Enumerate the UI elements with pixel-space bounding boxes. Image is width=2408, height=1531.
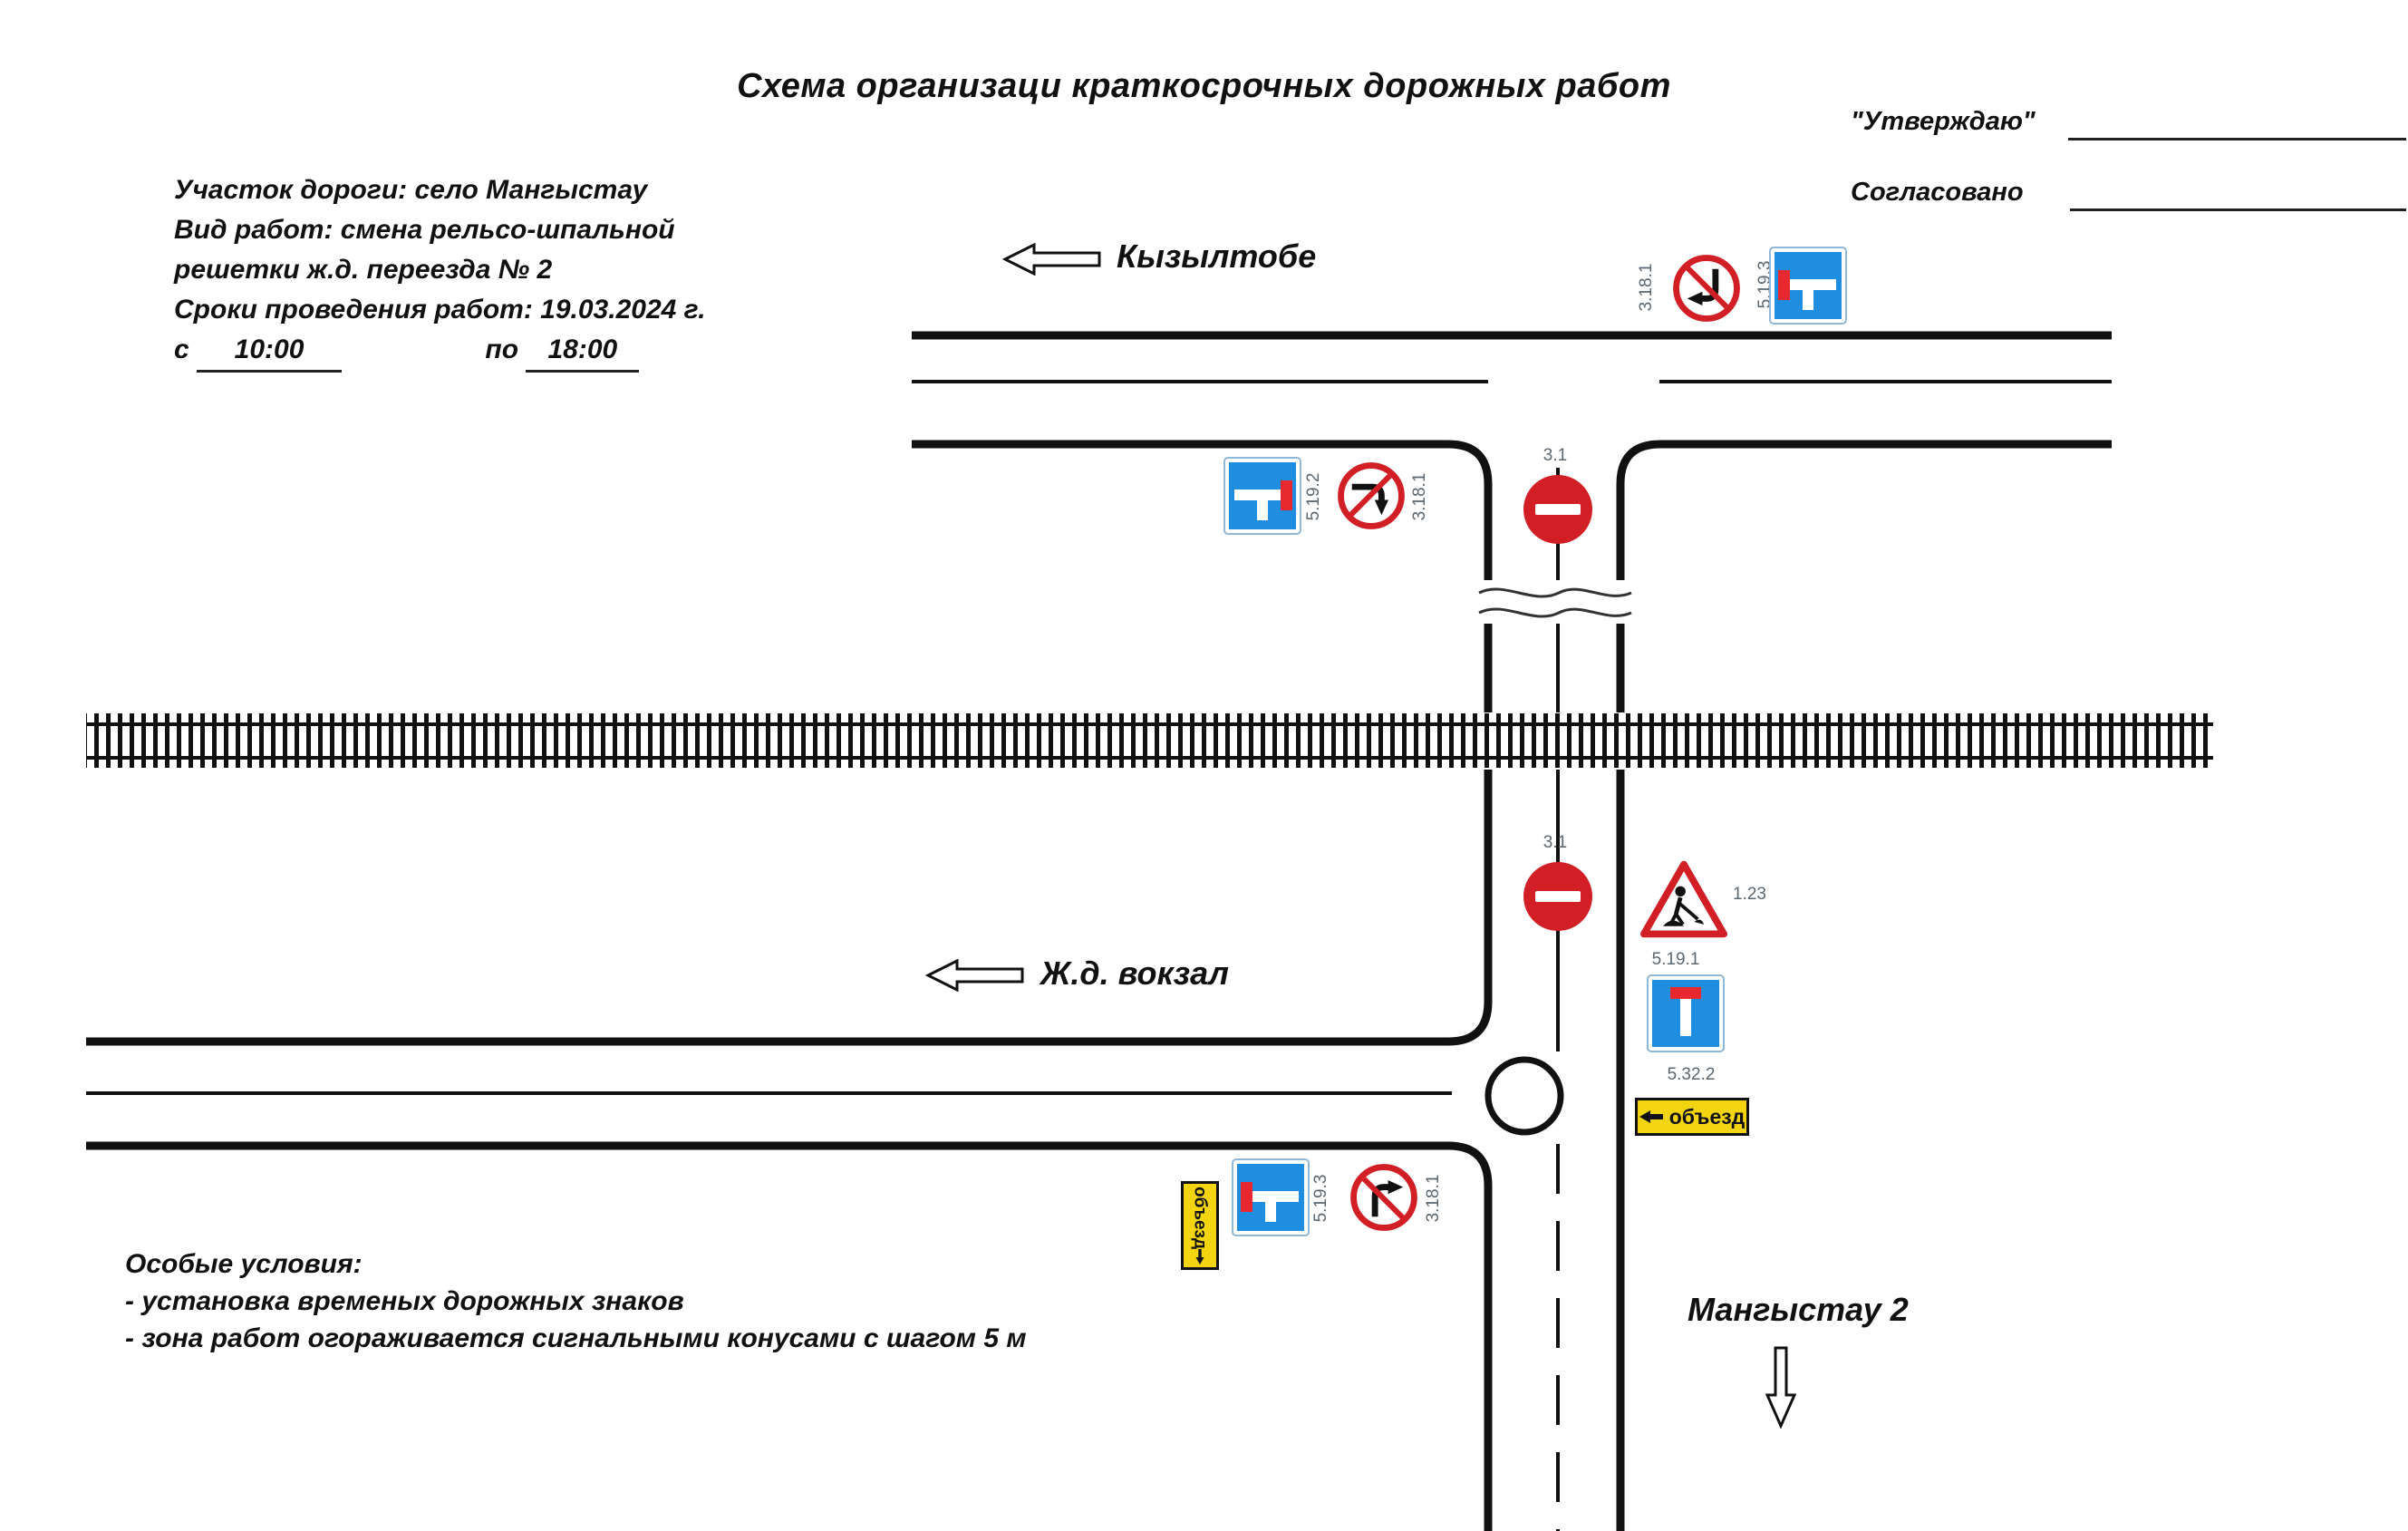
agreed-label: Согласовано <box>1851 178 2024 207</box>
from-time: 10:00 <box>197 330 343 373</box>
dead-end-bar <box>1242 1191 1300 1203</box>
dead-end-sign-icon <box>1223 457 1301 535</box>
dead-end-stub <box>1680 995 1691 1037</box>
dead-end-stub <box>1265 1198 1276 1222</box>
sign-code-label: 1.23 <box>1733 885 1766 904</box>
to-label: по <box>485 334 519 364</box>
no-entry-sign-icon <box>1523 475 1592 544</box>
agreed-signature-line <box>2070 208 2406 211</box>
road-break-squiggle <box>1478 587 1632 598</box>
no-turn-sign-icon <box>1338 462 1405 529</box>
direction-label-mangystau2: Мангыстау 2 <box>1688 1291 1909 1328</box>
dead-end-red-cap <box>1669 987 1701 999</box>
dead-end-red-cap <box>1778 269 1791 300</box>
info-work-hours: с 10:00 по 18:00 <box>174 330 706 373</box>
from-label: с <box>174 334 189 364</box>
special-conditions-title: Особые условия: <box>125 1249 363 1279</box>
road-works-sign-icon <box>1640 860 1727 938</box>
lower-road <box>86 1037 1452 1150</box>
info-work-type-2: решетки ж.д. переезда № 2 <box>174 255 553 285</box>
work-info-block: Участок дороги: село Мангыстау Вид работ… <box>174 170 706 373</box>
sign-code-label: 5.32.2 <box>1667 1065 1716 1084</box>
direction-label-kyzyltobe: Кызылтобе <box>1117 237 1317 275</box>
no-entry-sign-icon <box>1523 862 1592 931</box>
railway-crossing <box>86 713 2213 768</box>
detour-text: объезд <box>1668 1104 1746 1129</box>
detour-arrow-left-icon <box>1639 1110 1663 1123</box>
sign-code-label: 5.19.2 <box>1304 472 1323 521</box>
sign-code-label: 3.18.1 <box>1637 263 1656 312</box>
direction-label-station: Ж.д. вокзал <box>1040 954 1229 992</box>
top-road-lower-edge-left <box>912 440 1493 580</box>
sign-code-label: 3.1 <box>1542 446 1568 465</box>
top-road <box>912 331 2112 580</box>
top-road-lower-edge-right <box>1616 440 2112 580</box>
info-work-type: Вид работ: смена рельсо-шпальной <box>174 215 675 245</box>
special-conditions-block: Особые условия: - установка временых дор… <box>125 1245 1027 1357</box>
info-road-section: Участок дороги: село Мангыстау <box>174 175 648 205</box>
road-break-squiggle <box>1478 607 1632 618</box>
info-work-dates: Сроки проведения работ: 19.03.2024 г. <box>174 295 706 325</box>
approve-label: "Утверждаю" <box>1851 107 2036 136</box>
vertical-road-left-edge <box>1447 770 1493 1046</box>
approve-signature-line <box>2068 138 2406 141</box>
sign-code-label: 3.18.1 <box>1424 1174 1443 1223</box>
dead-end-stub <box>1803 286 1813 310</box>
direction-arrow-left-icon <box>925 959 1024 992</box>
sign-code-label: 5.19.1 <box>1651 950 1700 969</box>
detour-sign-icon: объезд <box>1635 1098 1749 1136</box>
dead-end-bar <box>1233 489 1291 501</box>
no-turn-sign-icon <box>1350 1164 1417 1231</box>
dead-end-bar <box>1779 279 1837 291</box>
to-time: 18:00 <box>526 330 640 373</box>
direction-arrow-down-icon <box>1765 1346 1796 1429</box>
dead-end-sign-icon <box>1769 247 1847 325</box>
direction-arrow-left-icon <box>1002 243 1101 276</box>
detour-text: объезд <box>1190 1187 1210 1250</box>
dead-end-sign-icon <box>1232 1158 1310 1236</box>
vertical-road-left-edge-bottom <box>1447 1141 1493 1531</box>
sign-code-label: 5.19.3 <box>1311 1174 1330 1223</box>
dead-end-red-cap <box>1280 480 1292 510</box>
special-conditions-item: - зона работ огораживается сигнальными к… <box>125 1323 1027 1353</box>
special-conditions-item: - установка временых дорожных знаков <box>125 1286 684 1316</box>
detour-arrow-down-icon <box>1195 1249 1204 1265</box>
detour-vertical-sign-icon: объезд <box>1181 1181 1219 1270</box>
sign-code-label: 3.18.1 <box>1410 472 1429 521</box>
page-title: Схема организаци краткосрочных дорожных … <box>737 67 1671 105</box>
no-entry-bar <box>1534 890 1581 903</box>
dead-end-stub <box>1257 497 1268 520</box>
dead-end-sign-icon <box>1647 974 1725 1052</box>
sign-code-label: 3.1 <box>1542 833 1568 852</box>
roundabout <box>1484 1056 1564 1136</box>
no-entry-bar <box>1534 503 1581 516</box>
no-turn-sign-icon <box>1673 255 1740 322</box>
dead-end-red-cap <box>1241 1181 1253 1212</box>
